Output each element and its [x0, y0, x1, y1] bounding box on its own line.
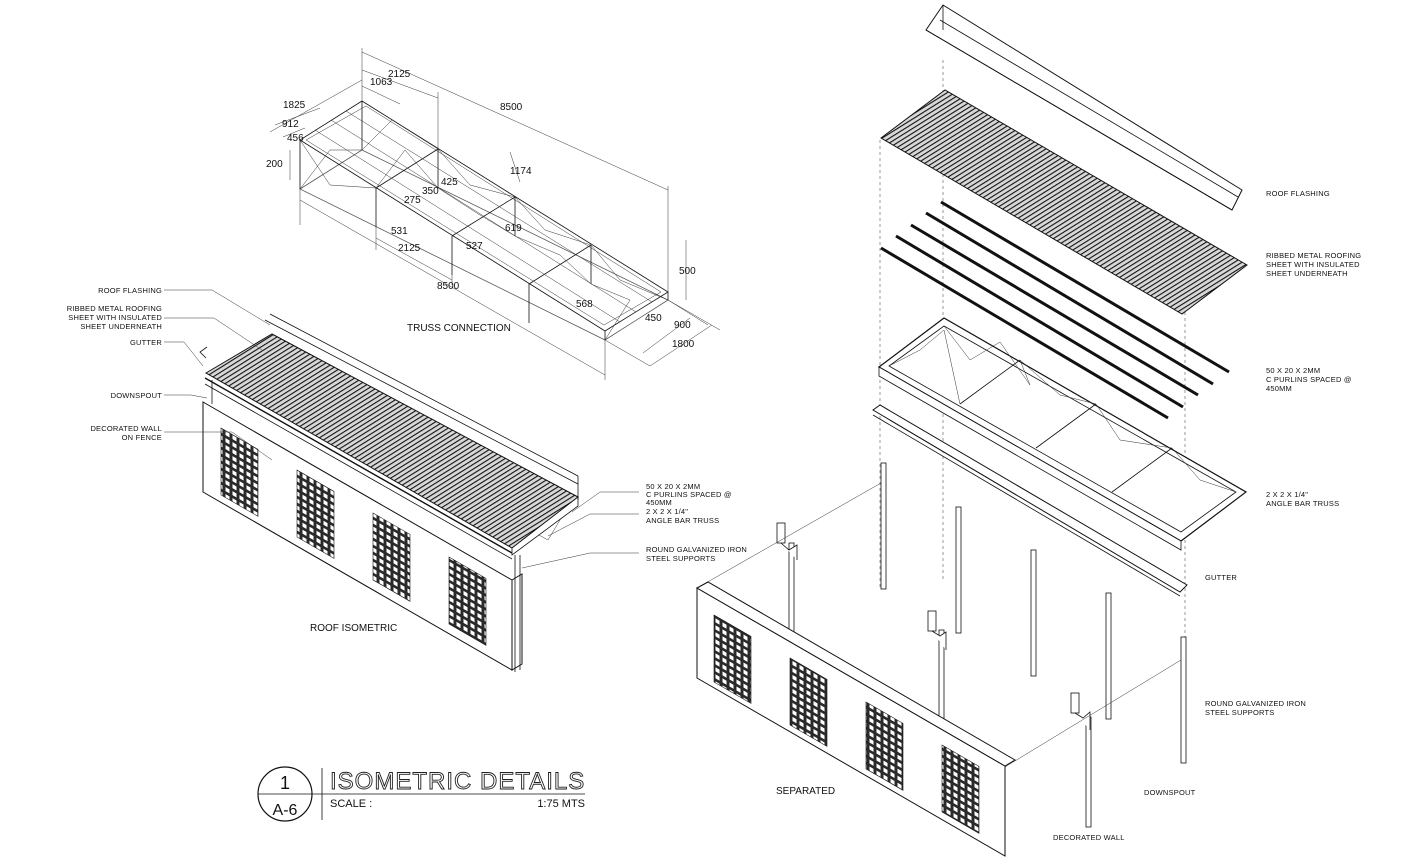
sheet-title: ISOMETRIC DETAILS — [330, 768, 585, 795]
right-label-roof-flashing: ROOF FLASHING — [1266, 189, 1330, 198]
right-label-downspout: DOWNSPOUT — [1144, 788, 1196, 797]
right-label-purlins-2: C PURLINS SPACED @ — [1266, 375, 1352, 384]
right-label-gutter: GUTTER — [1205, 573, 1237, 582]
dim-2125-bottom: 2125 — [398, 243, 421, 254]
dim-450: 450 — [645, 313, 662, 324]
sheet-number: A-6 — [273, 802, 298, 819]
right-label-purlins-1: 50 X 20 X 2MM — [1266, 366, 1320, 375]
right-label-truss-2: ANGLE BAR TRUSS — [1266, 499, 1339, 508]
dim-531: 531 — [391, 226, 408, 237]
right-label-supports-1: ROUND GALVANIZED IRON — [1205, 699, 1306, 708]
dim-456: 456 — [287, 133, 304, 144]
right-label-ribbed-2: SHEET WITH INSULATED — [1266, 260, 1360, 269]
dim-568: 568 — [576, 299, 593, 310]
right-label-ribbed-3: SHEET UNDERNEATH — [1266, 269, 1348, 278]
dim-500: 500 — [679, 266, 696, 277]
label-gutter: GUTTER — [130, 338, 162, 347]
dim-900: 900 — [674, 320, 691, 331]
dim-200: 200 — [266, 159, 283, 170]
dim-275: 275 — [404, 195, 421, 206]
scale-label: SCALE : — [330, 798, 372, 810]
dim-912: 912 — [282, 119, 299, 130]
right-label-decorated-wall: DECORATED WALL — [1053, 833, 1125, 842]
roof-isometric-drawing — [199, 313, 579, 672]
dim-425: 425 — [441, 177, 458, 188]
dim-1063: 1063 — [370, 77, 393, 88]
label-supports-2: STEEL SUPPORTS — [646, 554, 716, 563]
dim-1800: 1800 — [672, 339, 695, 350]
label-purlins-3: 450MM — [646, 498, 672, 507]
title-block — [257, 766, 585, 822]
right-label-supports-2: STEEL SUPPORTS — [1205, 708, 1275, 717]
right-label-truss-1: 2 X 2 X 1/4" — [1266, 490, 1308, 499]
dim-1825: 1825 — [283, 100, 306, 111]
label-purlins-2: C PURLINS SPACED @ — [646, 490, 732, 499]
dim-8500-top: 8500 — [500, 102, 523, 113]
label-ribbed-1: RIBBED METAL ROOFING — [67, 304, 162, 313]
dim-619: 619 — [505, 223, 522, 234]
label-truss-1: 2 X 2 X 1/4" — [646, 507, 688, 516]
label-roof-flashing: ROOF FLASHING — [98, 286, 162, 295]
label-truss-2: ANGLE BAR TRUSS — [646, 516, 719, 525]
dim-350: 350 — [422, 186, 439, 197]
dim-8500-bottom: 8500 — [437, 281, 460, 292]
truss-connection-drawing — [269, 48, 721, 380]
caption-roof-isometric: ROOF ISOMETRIC — [310, 623, 397, 634]
dim-1174: 1174 — [510, 166, 532, 177]
left-leaders — [164, 289, 639, 569]
caption-separated: SEPARATED — [776, 786, 835, 797]
caption-truss-connection: TRUSS CONNECTION — [407, 323, 511, 334]
right-label-ribbed-1: RIBBED METAL ROOFING — [1266, 251, 1361, 260]
label-ribbed-2: SHEET WITH INSULATED — [68, 313, 162, 322]
scale-value: 1:75 MTS — [537, 798, 585, 810]
dim-2125-top: 2125 — [388, 69, 411, 80]
dim-527: 527 — [466, 241, 483, 252]
label-ribbed-3: SHEET UNDERNEATH — [80, 322, 162, 331]
separated-drawing — [695, 4, 1248, 857]
label-decorated-1: DECORATED WALL — [90, 424, 162, 433]
label-purlins-1: 50 X 20 X 2MM — [646, 482, 700, 491]
label-downspout: DOWNSPOUT — [111, 391, 163, 400]
label-supports-1: ROUND GALVANIZED IRON — [646, 545, 747, 554]
right-label-purlins-3: 450MM — [1266, 384, 1292, 393]
detail-number: 1 — [280, 773, 290, 793]
label-decorated-2: ON FENCE — [122, 433, 162, 442]
